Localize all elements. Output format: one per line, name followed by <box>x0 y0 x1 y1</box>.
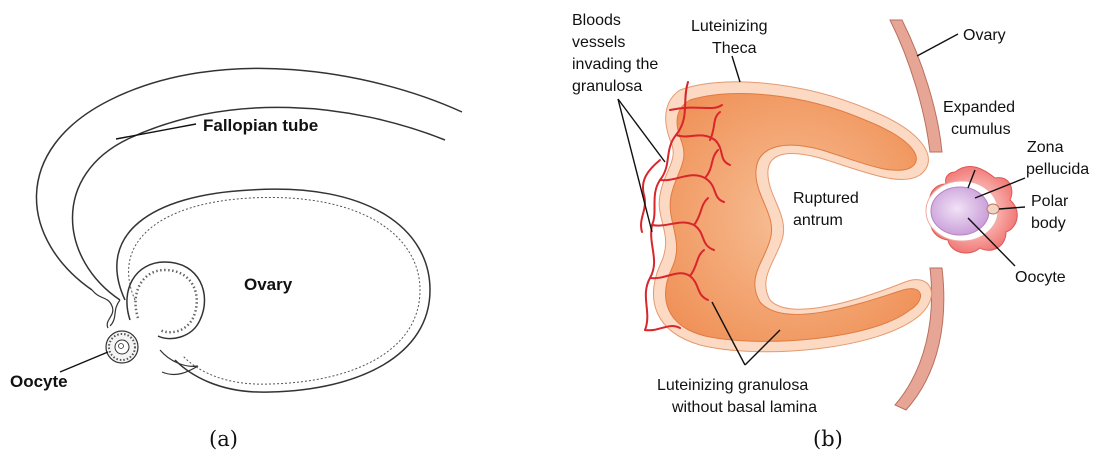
svg-text:without basal lamina: without basal lamina <box>671 399 817 416</box>
follicle <box>127 262 205 339</box>
svg-text:vessels: vessels <box>572 34 625 51</box>
svg-text:granulosa: granulosa <box>572 78 642 95</box>
svg-text:Luteinizing: Luteinizing <box>691 18 768 35</box>
fallopian-tube <box>36 68 462 290</box>
follicle-granulosa <box>136 270 197 332</box>
ruptured-antrum-label: Ruptured antrum <box>793 190 859 229</box>
caption-b: (b) <box>813 427 843 451</box>
zona-pellucida-label: Zona pellucida <box>1026 139 1089 178</box>
svg-text:Theca: Theca <box>712 40 757 57</box>
panel-b: Bloods vessels invading the granulosa Lu… <box>572 12 1089 451</box>
luteinizing-theca-label: Luteinizing Theca <box>691 18 768 57</box>
oocyte-b <box>931 187 989 235</box>
svg-text:body: body <box>1031 215 1066 232</box>
polar-body <box>987 204 999 214</box>
svg-text:Ruptured: Ruptured <box>793 190 859 207</box>
expanded-cumulus-label: Expanded cumulus <box>943 99 1015 138</box>
caption-a: (a) <box>209 427 238 451</box>
svg-text:cumulus: cumulus <box>951 121 1011 138</box>
svg-text:Polar: Polar <box>1031 193 1069 210</box>
oocyte-a <box>106 331 138 363</box>
fallopian-tube-label: Fallopian tube <box>203 116 318 135</box>
polar-body-label: Polar body <box>1031 193 1069 232</box>
ovary-label-a: Ovary <box>244 275 293 294</box>
oocyte-label-b: Oocyte <box>1015 269 1066 286</box>
svg-text:Bloods: Bloods <box>572 12 621 29</box>
oocyte-leader-a <box>60 352 108 372</box>
ovary-label-b: Ovary <box>963 27 1006 44</box>
svg-text:Expanded: Expanded <box>943 99 1015 116</box>
svg-text:pellucida: pellucida <box>1026 161 1089 178</box>
blood-vessels-label: Bloods vessels invading the granulosa <box>572 12 658 95</box>
svg-text:Zona: Zona <box>1027 139 1064 156</box>
panel-a: Fallopian tube Ovary Oocyte (a) <box>10 68 462 451</box>
luteinizing-granulosa-label: Luteinizing granulosa without basal lami… <box>657 377 817 416</box>
svg-text:Luteinizing granulosa: Luteinizing granulosa <box>657 377 808 394</box>
fimbriae-lower <box>160 350 198 374</box>
fallopian-tube-leader <box>116 124 196 139</box>
svg-text:antrum: antrum <box>793 212 843 229</box>
oocyte-label-a: Oocyte <box>10 372 68 391</box>
svg-text:invading the: invading the <box>572 56 658 73</box>
fimbriae <box>92 290 120 328</box>
